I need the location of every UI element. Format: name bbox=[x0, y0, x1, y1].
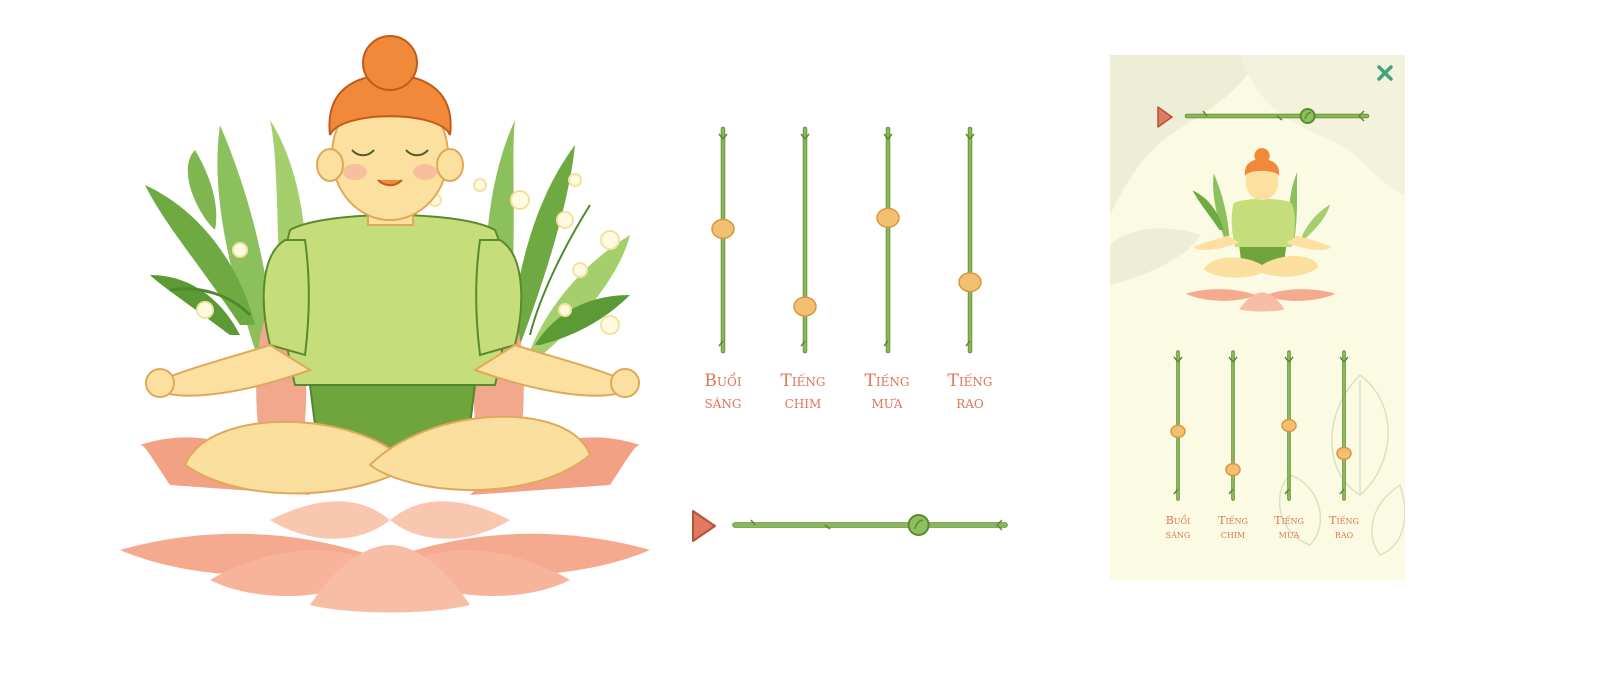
stem-twig bbox=[1284, 356, 1294, 495]
slider-knob[interactable] bbox=[1225, 462, 1241, 477]
stem-twig bbox=[1202, 110, 1365, 122]
slider-knob[interactable] bbox=[1281, 418, 1297, 433]
progress-knob[interactable] bbox=[1299, 108, 1316, 124]
panel-slider-rain[interactable] bbox=[1279, 348, 1299, 503]
slider-rain[interactable] bbox=[872, 125, 904, 355]
slider-street-vendor[interactable] bbox=[954, 125, 986, 355]
stem-twig bbox=[1173, 356, 1183, 495]
slider-morning[interactable] bbox=[707, 125, 739, 355]
stem-twig bbox=[800, 133, 810, 347]
stem-twig bbox=[1339, 356, 1349, 495]
stem-twig bbox=[750, 519, 1003, 531]
panel-meditation-illustration bbox=[1185, 148, 1336, 312]
slider-knob[interactable] bbox=[711, 218, 735, 240]
slider-birdsong[interactable] bbox=[789, 125, 821, 355]
panel-slider-street-vendor[interactable] bbox=[1334, 348, 1354, 503]
panel-play-icon[interactable] bbox=[1155, 104, 1175, 130]
slider-knob[interactable] bbox=[793, 296, 817, 317]
leaf-icon bbox=[1304, 111, 1311, 120]
stem-twig bbox=[883, 133, 893, 347]
panel-slider-morning[interactable] bbox=[1168, 348, 1188, 503]
panel-background-shapes bbox=[1110, 55, 1405, 556]
panel-slider-birdsong[interactable] bbox=[1223, 348, 1243, 503]
slider-knob[interactable] bbox=[958, 272, 982, 293]
meditation-illustration bbox=[120, 35, 650, 613]
slider-knob[interactable] bbox=[1336, 446, 1352, 461]
stem-twig bbox=[1228, 356, 1238, 495]
close-icon[interactable] bbox=[1376, 64, 1394, 82]
lotus-front-petals bbox=[120, 501, 650, 613]
woman-figure bbox=[145, 35, 640, 495]
slider-knob[interactable] bbox=[1170, 424, 1186, 439]
leaf-icon bbox=[913, 519, 924, 530]
panel-progress-slider[interactable] bbox=[1182, 105, 1372, 127]
playback-progress-slider[interactable] bbox=[730, 510, 1010, 540]
slider-knob[interactable] bbox=[876, 207, 900, 228]
stem-twig bbox=[718, 133, 728, 347]
play-icon[interactable] bbox=[690, 508, 718, 544]
stem-twig bbox=[965, 133, 975, 347]
progress-knob[interactable] bbox=[907, 514, 930, 536]
